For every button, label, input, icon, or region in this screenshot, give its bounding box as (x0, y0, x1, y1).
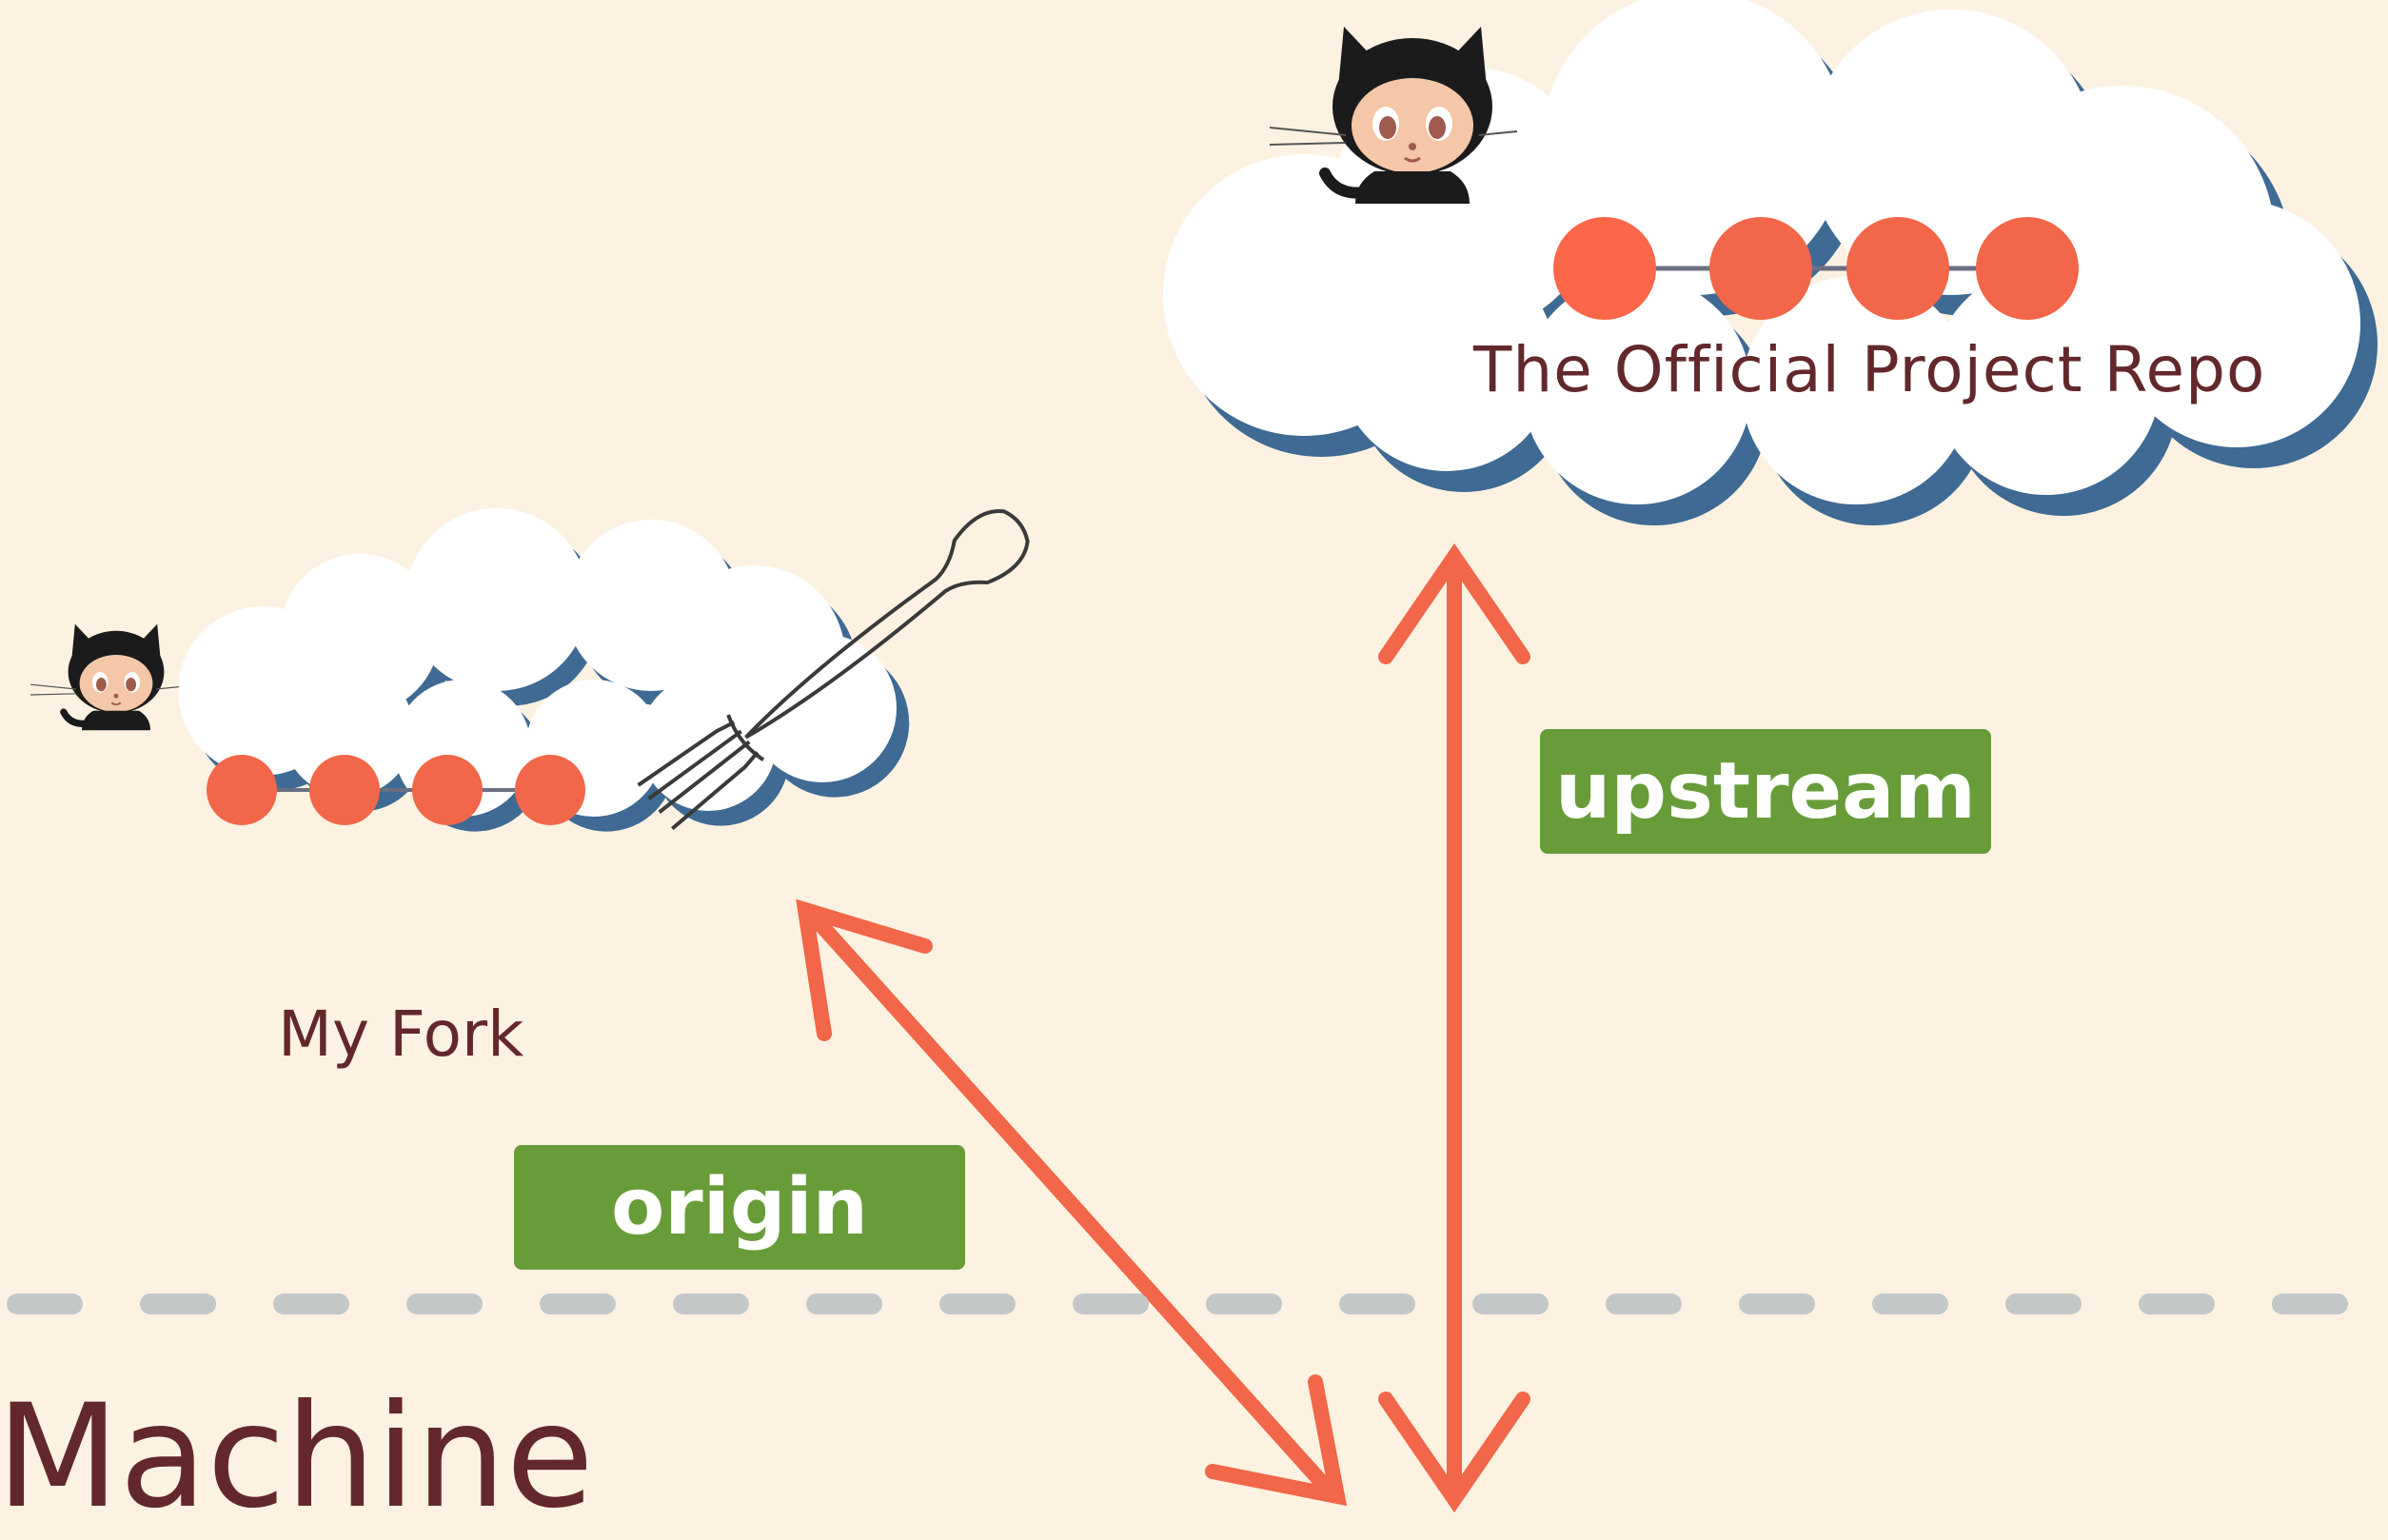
fork-commit-graph (207, 755, 585, 825)
commit-dot (1553, 217, 1656, 320)
fork-title: My Fork (278, 997, 524, 1071)
commit-dot (412, 755, 483, 825)
official-repo-title: The Official Project Repo (1473, 333, 2266, 406)
upstream-badge: upstream (1540, 729, 1991, 854)
commit-dot (207, 755, 277, 825)
octocat-icon (30, 624, 179, 731)
commit-dot (1846, 217, 1949, 320)
fork-icon (637, 508, 1030, 831)
machine-title: Machine (0, 1374, 594, 1540)
commit-dot (1709, 217, 1812, 320)
official-commit-graph (1553, 217, 2079, 320)
commit-dot (1976, 217, 2079, 320)
commit-dot (309, 755, 380, 825)
origin-badge: origin (514, 1145, 965, 1270)
commit-dot (515, 755, 585, 825)
origin-arrow (796, 898, 1348, 1507)
upstream-arrow (1378, 543, 1530, 1513)
